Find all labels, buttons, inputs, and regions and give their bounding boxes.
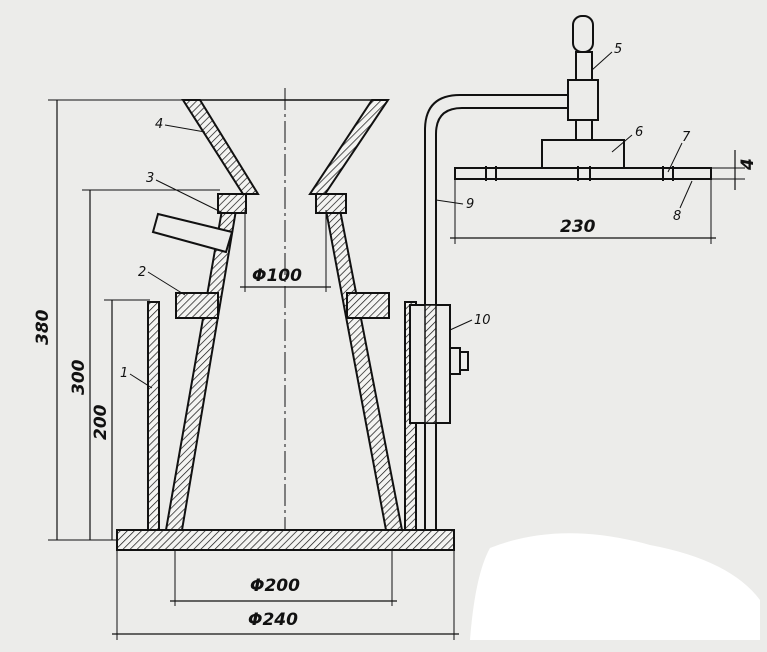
dim-top-diameter: Φ100 <box>252 266 302 286</box>
callout-9: 9 <box>466 197 474 212</box>
locking-screw <box>449 347 461 375</box>
callout-8: 8 <box>673 209 681 224</box>
dim-base-diameter: Φ240 <box>248 610 298 630</box>
clamp-ring-left <box>175 292 219 319</box>
measuring-plate <box>454 167 712 180</box>
dim-cone-height: 300 <box>69 359 89 395</box>
cone-wall-right <box>324 209 404 531</box>
collar-left <box>217 193 247 214</box>
collar-right <box>315 193 347 214</box>
weight-block <box>541 139 625 169</box>
callout-1: 1 <box>120 366 128 381</box>
funnel-wall-left <box>181 99 260 195</box>
callout-2: 2 <box>138 265 146 280</box>
dim-ring-height: 200 <box>91 404 111 440</box>
clamp-ring-right <box>346 292 390 319</box>
base-plate <box>116 529 455 551</box>
dim-arm-length: 230 <box>560 217 596 237</box>
callout-4: 4 <box>155 117 163 132</box>
paper-smudge <box>470 533 760 640</box>
adjust-shaft <box>575 51 593 81</box>
clamp-block <box>567 79 599 121</box>
rod-outer <box>424 94 572 530</box>
adjust-knob <box>572 15 594 53</box>
dim-bottom-diameter: Φ200 <box>250 576 300 596</box>
callout-7: 7 <box>682 130 691 145</box>
callout-10: 10 <box>474 313 491 328</box>
cone-wall-left <box>164 209 238 531</box>
rod-inner <box>435 107 572 530</box>
callout-5: 5 <box>614 42 622 57</box>
callout-6: 6 <box>635 125 643 140</box>
callout-3: 3 <box>146 171 154 186</box>
dim-overall-height: 380 <box>33 309 53 345</box>
dim-plate-thickness: 4 <box>738 158 758 171</box>
funnel-wall-right <box>308 99 390 195</box>
ring-wall-left <box>147 301 160 531</box>
handle <box>151 212 234 254</box>
